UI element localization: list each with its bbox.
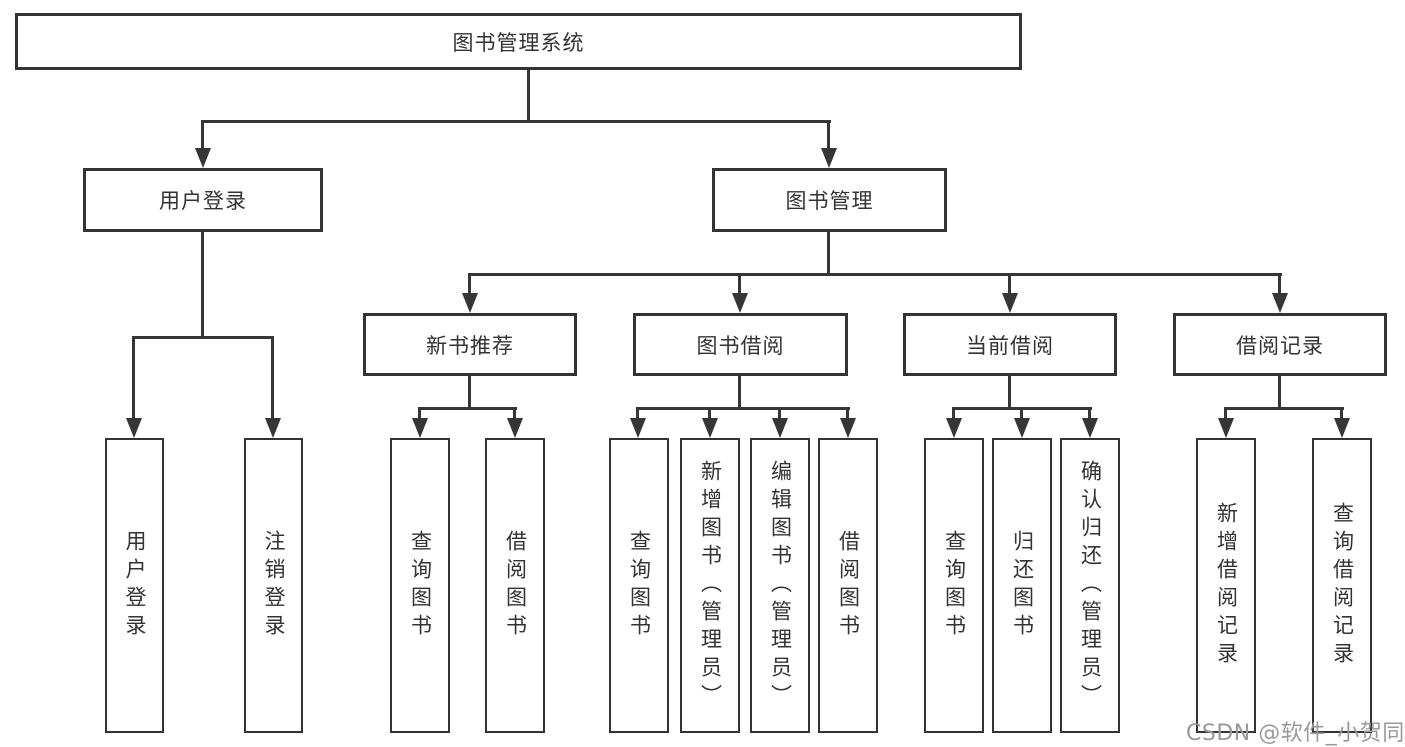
node-root-label: 图书管理系统	[452, 30, 585, 55]
arrow-borrow	[732, 293, 748, 313]
leaf-newbook-query: 查询图书	[390, 438, 450, 733]
watermark: CSDN @软件_小贺同学	[1186, 721, 1405, 746]
leaf-records-query-label: 查询借阅记录	[1330, 501, 1355, 670]
node-book-mgmt-label: 图书管理	[785, 189, 874, 213]
connector-drop-nb2	[513, 407, 516, 420]
connector-drop-cu2	[1020, 407, 1023, 420]
arrow-book-mgmt	[821, 148, 837, 168]
node-records: 借阅记录	[1173, 313, 1387, 376]
arrow-login	[126, 418, 142, 438]
arrow-bw2	[702, 418, 718, 438]
leaf-borrow-add-label: 新增图书（管理员）	[698, 459, 723, 712]
arrow-cu3	[1082, 418, 1098, 438]
connector-drop-rc1	[1224, 407, 1227, 420]
connector-borrow-trunk	[738, 374, 741, 409]
arrow-newbook	[462, 293, 478, 313]
arrow-nb1	[412, 418, 428, 438]
leaf-newbook-query-label: 查询图书	[408, 529, 433, 642]
node-user-login: 用户登录	[83, 168, 323, 232]
arrow-nb2	[507, 418, 523, 438]
leaf-borrow-add: 新增图书（管理员）	[680, 438, 740, 733]
leaf-records-query: 查询借阅记录	[1312, 438, 1372, 733]
connector-user-trunk	[201, 230, 204, 338]
connector-newbook-rail	[418, 407, 517, 410]
connector-drop-bw1	[636, 407, 639, 420]
leaf-current-confirm: 确认归还（管理员）	[1060, 438, 1120, 733]
leaf-current-query: 查询图书	[924, 438, 984, 733]
leaf-borrow-borrow: 借阅图书	[818, 438, 878, 733]
connector-drop-book-mgmt	[827, 120, 830, 152]
connector-user-rail	[132, 336, 274, 339]
leaf-current-return: 归还图书	[992, 438, 1052, 733]
leaf-records-add: 新增借阅记录	[1196, 438, 1256, 733]
arrow-rc1	[1218, 418, 1234, 438]
leaf-borrow-query: 查询图书	[609, 438, 669, 733]
connector-level2-rail	[201, 120, 831, 123]
leaf-records-add-label: 新增借阅记录	[1214, 501, 1239, 670]
connector-drop-current	[1008, 273, 1011, 295]
connector-drop-nb1	[418, 407, 421, 420]
connector-drop-bw3	[778, 407, 781, 420]
arrow-bw3	[772, 418, 788, 438]
arrow-records	[1272, 293, 1288, 313]
connector-drop-cu3	[1088, 407, 1091, 420]
connector-drop-login	[132, 336, 135, 420]
leaf-current-return-label: 归还图书	[1010, 529, 1035, 642]
arrow-cu1	[946, 418, 962, 438]
arrow-user-login	[195, 148, 211, 168]
connector-drop-bw2	[708, 407, 711, 420]
leaf-user-logout-label: 注销登录	[262, 529, 286, 642]
leaf-borrow-edit: 编辑图书（管理员）	[750, 438, 810, 733]
connector-level3-rail	[468, 273, 1282, 276]
connector-drop-user-login	[201, 120, 204, 152]
node-borrow-label: 图书借阅	[696, 333, 785, 358]
leaf-user-logout: 注销登录	[244, 438, 303, 733]
connector-drop-records	[1278, 273, 1281, 295]
node-root: 图书管理系统	[15, 13, 1022, 70]
connector-records-trunk	[1278, 374, 1281, 409]
arrow-bw4	[840, 418, 856, 438]
leaf-borrow-query-label: 查询图书	[627, 529, 652, 642]
node-current-label: 当前借阅	[966, 333, 1054, 358]
node-newbook: 新书推荐	[363, 313, 577, 376]
arrow-logout	[265, 418, 281, 438]
leaf-user-login: 用户登录	[105, 438, 164, 733]
arrow-rc2	[1334, 418, 1350, 438]
connector-drop-newbook	[468, 273, 471, 295]
leaf-user-login-label: 用户登录	[123, 529, 147, 642]
connector-drop-logout	[271, 336, 274, 420]
node-book-mgmt: 图书管理	[712, 168, 947, 232]
node-user-login-label: 用户登录	[159, 189, 247, 213]
connector-drop-borrow	[738, 273, 741, 295]
arrow-cu2	[1014, 418, 1030, 438]
leaf-borrow-edit-label: 编辑图书（管理员）	[768, 459, 793, 712]
leaf-current-confirm-label: 确认归还（管理员）	[1078, 459, 1103, 712]
node-newbook-label: 新书推荐	[426, 333, 514, 358]
connector-borrow-rail	[636, 407, 850, 410]
node-borrow: 图书借阅	[633, 313, 848, 376]
leaf-borrow-borrow-label: 借阅图书	[836, 529, 861, 642]
connector-drop-cu1	[952, 407, 955, 420]
connector-newbook-trunk	[468, 374, 471, 409]
leaf-newbook-borrow-label: 借阅图书	[503, 529, 528, 642]
arrow-bw1	[630, 418, 646, 438]
connector-drop-bw4	[846, 407, 849, 420]
connector-current-trunk	[1008, 374, 1011, 409]
leaf-newbook-borrow: 借阅图书	[485, 438, 545, 733]
connector-mgmt-trunk	[827, 230, 830, 275]
connector-records-rail	[1224, 407, 1344, 410]
leaf-current-query-label: 查询图书	[942, 529, 967, 642]
node-current: 当前借阅	[903, 313, 1117, 376]
node-records-label: 借阅记录	[1236, 333, 1324, 358]
arrow-current	[1002, 293, 1018, 313]
connector-root-trunk	[527, 70, 530, 122]
connector-drop-rc2	[1340, 407, 1343, 420]
